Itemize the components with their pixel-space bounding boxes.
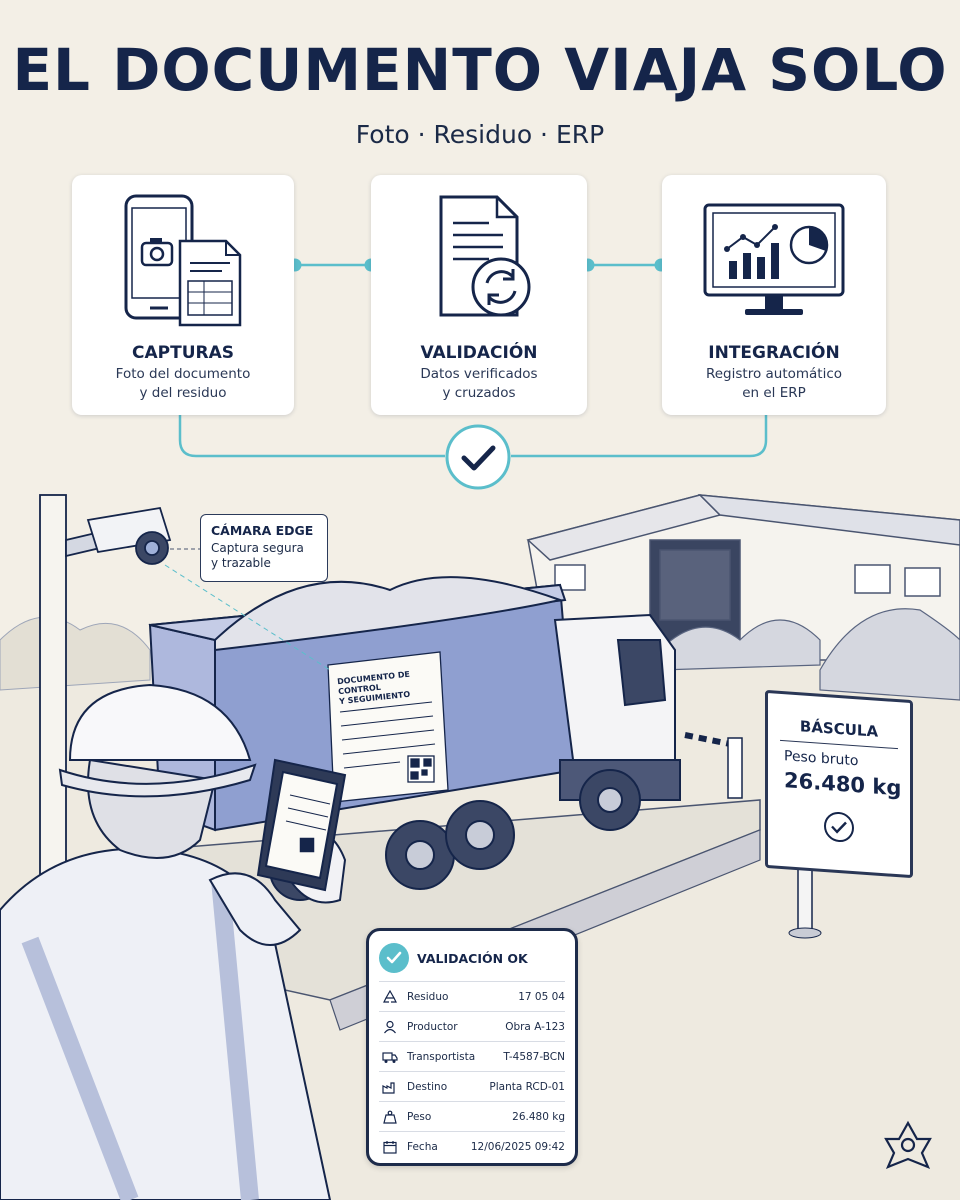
scale-sign-label: Peso bruto [784,748,859,770]
validation-row-label: Peso [407,1110,432,1123]
validation-row-value: Obra A-123 [505,1020,565,1033]
validation-row-label: Transportista [407,1050,476,1063]
validation-header: VALIDACIÓN OK [379,943,528,973]
step-desc-line: y del residuo [139,385,227,401]
step-desc-line: Datos verificados [420,366,538,382]
step-card-validacion: VALIDACIÓN Datos verificados y cruzados [371,175,587,415]
brand-logo-icon [884,1120,932,1170]
step-card-capturas: CAPTURAS Foto del documento y del residu… [72,175,294,415]
step-description: Foto del documento y del residuo [82,365,284,403]
validation-row-value: 26.480 kg [512,1110,565,1123]
scale-sign-value: 26.480 kg [784,768,902,801]
validation-row-value: 17 05 04 [518,990,565,1003]
validation-row-value: T-4587-BCN [503,1050,565,1063]
validation-row: Fecha 12/06/2025 09:42 [379,1131,565,1161]
camera-tag-line: Captura segura [211,541,304,555]
factory-icon [379,1080,401,1094]
calendar-icon [379,1140,401,1154]
document-sync-icon [439,195,531,317]
camera-tag-line: y trazable [211,556,271,570]
step-description: Datos verificados y cruzados [381,365,577,403]
validation-status: VALIDACIÓN OK [417,950,528,966]
warehouse [526,494,960,661]
validation-rows: Residuo 17 05 04 Productor Obra A-123 Tr… [379,981,565,1161]
page-title: EL DOCUMENTO VIAJA SOLO [12,36,948,104]
validation-phone-card: VALIDACIÓN OK Residuo 17 05 04 Productor… [366,928,578,1166]
scale-sign: BÁSCULA Peso bruto 26.480 kg [765,689,913,879]
step-card-integracion: INTEGRACIÓN Registro automático en el ER… [662,175,886,415]
check-badge-icon [379,943,409,973]
validation-row: Peso 26.480 kg [379,1101,565,1131]
truck-document-title: DOCUMENTO DE CONTROL Y SEGUIMIENTO [337,667,440,707]
handheld-phone [256,758,347,892]
validation-row-label: Residuo [407,990,449,1003]
scale-sign-title: BÁSCULA [799,717,879,741]
camera-edge-tag: CÁMARA EDGE Captura segura y trazable [200,514,328,582]
validation-row: Residuo 17 05 04 [379,981,565,1011]
camera-pole [39,494,172,916]
step-title: VALIDACIÓN [420,343,538,363]
validation-row: Destino Planta RCD-01 [379,1071,565,1101]
truck [148,576,681,901]
monitor-chart-icon [703,203,845,315]
weight-icon [379,1110,401,1124]
check-circle-icon [445,424,511,490]
step-title: INTEGRACIÓN [708,343,840,363]
validation-row-label: Productor [407,1020,458,1033]
validation-row-value: 12/06/2025 09:42 [470,1140,565,1153]
validation-row: Transportista T-4587-BCN [379,1041,565,1071]
step-description: Registro automático en el ERP [672,365,876,403]
step-desc-line: y cruzados [442,385,516,401]
step-desc-line: Foto del documento [115,366,251,382]
page-subtitle: Foto · Residuo · ERP [355,120,605,149]
step-desc-line: Registro automático [705,366,843,382]
worker [0,683,347,1200]
phone-camera-document-icon [124,194,242,327]
validation-row-label: Destino [407,1080,448,1093]
user-icon [379,1020,401,1034]
check-circle-icon [824,811,854,843]
camera-tag-title: CÁMARA EDGE [211,523,314,538]
step-title: CAPTURAS [132,343,234,363]
truck-icon [379,1050,401,1064]
recycle-icon [379,989,401,1004]
validation-row: Productor Obra A-123 [379,1011,565,1041]
step-desc-line: en el ERP [742,385,806,401]
validation-row-value: Planta RCD-01 [489,1080,565,1093]
validation-row-label: Fecha [407,1140,438,1153]
